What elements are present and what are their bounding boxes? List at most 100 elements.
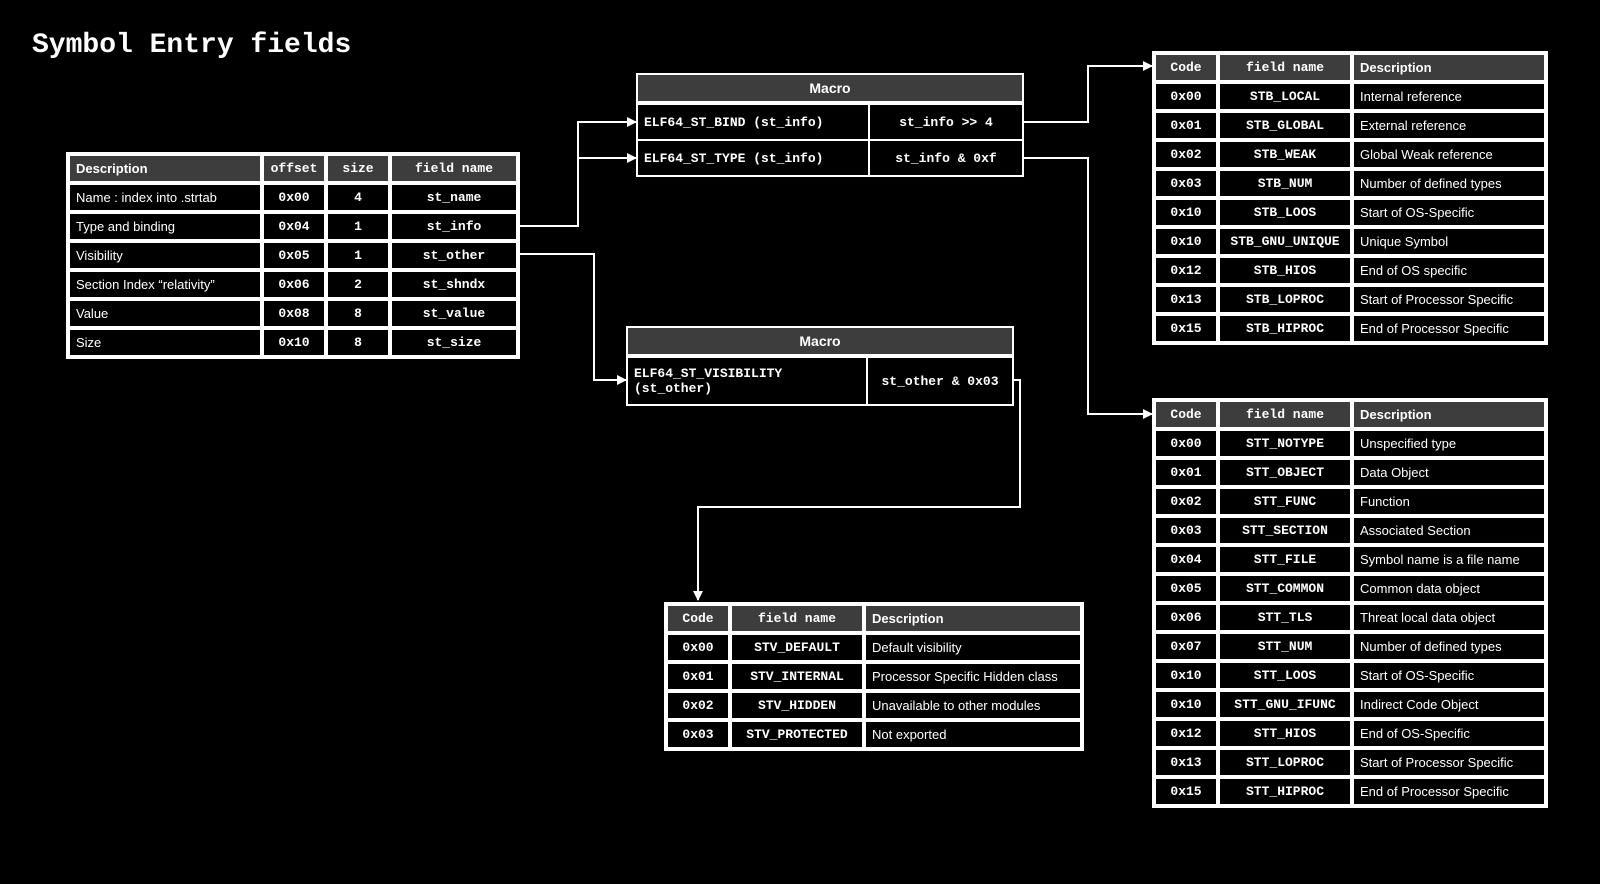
table-cell: STT_LOPROC [1218,748,1352,777]
arrow-bind-to-stb-table [1022,61,1153,123]
column-header: field name [730,604,864,633]
column-header: size [326,154,390,183]
table-cell: 0x13 [1154,285,1218,314]
macro-expression: st_info & 0xf [895,150,997,166]
table-cell: 0x10 [1154,198,1218,227]
table-cell: 8 [326,328,390,357]
table-cell: STT_SECTION [1218,516,1352,545]
table-cell: st_size [390,328,518,357]
table-cell: 0x02 [666,691,730,720]
arrow-type-to-stt-table [1022,157,1153,419]
table-cell: STT_NOTYPE [1218,429,1352,458]
table-cell: 0x00 [1154,82,1218,111]
table-cell: Unavailable to other modules [864,691,1082,720]
column-header: Code [1154,400,1218,429]
table-cell: STB_LOOS [1218,198,1352,227]
column-header: Description [68,154,262,183]
table-cell: STB_GNU_UNIQUE [1218,227,1352,256]
table-cell: st_value [390,299,518,328]
table-cell: 0x01 [1154,111,1218,140]
column-header: field name [1218,400,1352,429]
table-cell: Default visibility [864,633,1082,662]
table-cell: STV_PROTECTED [730,720,864,749]
table-cell: Section Index “relativity” [68,270,262,299]
table-cell: st_shndx [390,270,518,299]
table-cell: STT_LOOS [1218,661,1352,690]
table-cell: 0x10 [1154,227,1218,256]
table-cell: 2 [326,270,390,299]
table-cell: 0x00 [262,183,326,212]
table-cell: 0x12 [1154,719,1218,748]
table-cell: 0x03 [1154,169,1218,198]
table-cell: st_info [390,212,518,241]
macro-row: ELF64_ST_VISIBILITY (st_other)st_other &… [628,356,1012,404]
table-cell: 0x00 [1154,429,1218,458]
macro-expression: st_info >> 4 [899,114,993,130]
table-cell: STT_GNU_IFUNC [1218,690,1352,719]
table-cell: STT_HIOS [1218,719,1352,748]
table-cell: Unique Symbol [1352,227,1546,256]
table-cell: 0x13 [1154,748,1218,777]
table-cell: Common data object [1352,574,1546,603]
table-cell: STB_HIOS [1218,256,1352,285]
column-header: Description [1352,400,1546,429]
table-cell: 0x05 [262,241,326,270]
table-cell: 0x10 [262,328,326,357]
table-cell: 0x10 [1154,690,1218,719]
macro-name: ELF64_ST_VISIBILITY (st_other) [628,358,868,404]
table-cell: End of Processor Specific [1352,314,1546,343]
table-cell: Processor Specific Hidden class [864,662,1082,691]
column-header: Description [1352,53,1546,82]
table-cell: 0x00 [666,633,730,662]
table-cell: 0x15 [1154,777,1218,806]
macro-info-box: Macro ELF64_ST_BIND (st_info)st_info >> … [636,73,1024,177]
table-cell: Internal reference [1352,82,1546,111]
table-cell: Number of defined types [1352,169,1546,198]
table-cell: 0x01 [666,662,730,691]
table-cell: 8 [326,299,390,328]
table-cell: STT_FUNC [1218,487,1352,516]
table-cell: STT_TLS [1218,603,1352,632]
table-cell: 0x06 [262,270,326,299]
column-header: field name [1218,53,1352,82]
table-cell: Associated Section [1352,516,1546,545]
table-cell: Start of Processor Specific [1352,285,1546,314]
table-cell: Start of OS-Specific [1352,661,1546,690]
table-cell: STT_HIPROC [1218,777,1352,806]
table-cell: Name : index into .strtab [68,183,262,212]
column-header: Code [1154,53,1218,82]
table-cell: STB_GLOBAL [1218,111,1352,140]
table-cell: End of OS specific [1352,256,1546,285]
column-header: Code [666,604,730,633]
table-cell: STB_WEAK [1218,140,1352,169]
table-cell: Value [68,299,262,328]
column-header: field name [390,154,518,183]
table-cell: 0x12 [1154,256,1218,285]
macro-row: ELF64_ST_BIND (st_info)st_info >> 4 [638,103,1022,139]
macro-visibility-box: Macro ELF64_ST_VISIBILITY (st_other)st_o… [626,326,1014,406]
table-cell: STB_LOCAL [1218,82,1352,111]
